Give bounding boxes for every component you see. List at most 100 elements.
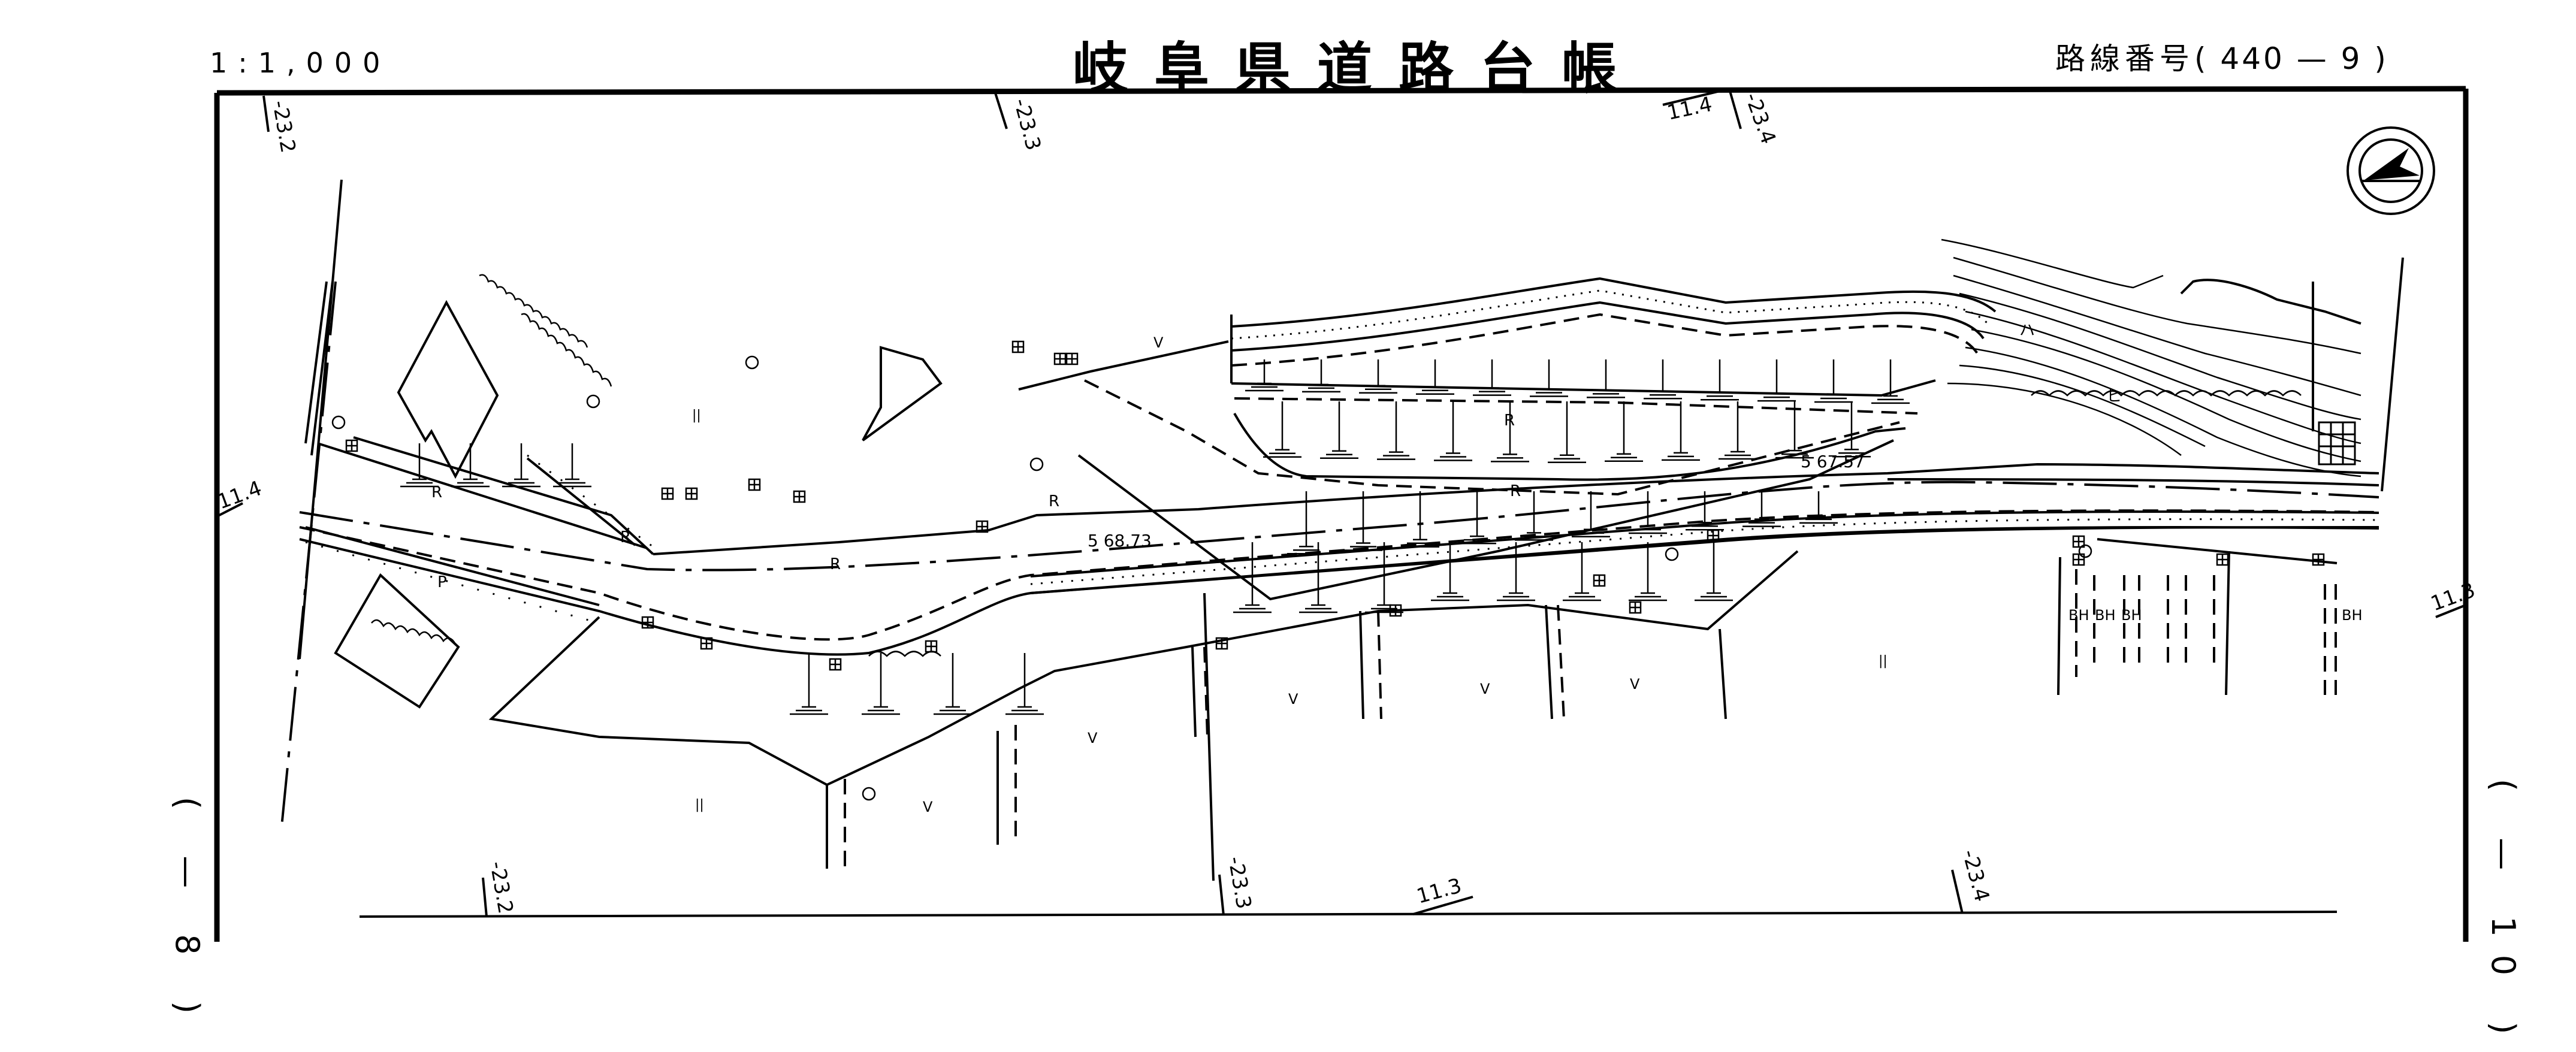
manhole-symbol <box>1707 529 1720 542</box>
slope-mark <box>1263 401 1301 458</box>
manhole-symbol <box>1065 352 1079 365</box>
slope-mark <box>1701 359 1739 401</box>
slope-mark <box>1491 401 1529 462</box>
label-road: R <box>1049 492 1059 510</box>
manhole-symbol <box>1389 604 1402 617</box>
road-centerline <box>299 480 2379 572</box>
manhole-symbol <box>2216 553 2229 566</box>
utility-symbols <box>331 340 2325 801</box>
station-tick <box>993 90 1008 129</box>
label-road: R <box>1510 482 1521 500</box>
slope-mark <box>1662 401 1700 461</box>
slope-mark <box>1757 359 1796 402</box>
slope-mark <box>1587 359 1625 398</box>
slope-mark <box>1814 359 1853 403</box>
slope-mark <box>1629 491 1667 534</box>
manhole-symbol <box>685 487 698 500</box>
label-parking: P <box>437 573 447 591</box>
slope-mark <box>1871 359 1910 404</box>
station-tick <box>1662 90 1720 106</box>
station-marks-top: -23.2 -23.3 11.4 -23.4 <box>262 89 1781 155</box>
slope-mark <box>1775 401 1814 459</box>
slope-mark <box>1005 653 1044 715</box>
station-label: -23.2 <box>485 860 518 916</box>
slope-mark <box>1497 542 1535 601</box>
label-field: V <box>1088 730 1098 746</box>
slope-hatches <box>400 359 1910 715</box>
utility-pole-symbol <box>1029 457 1044 471</box>
manhole-symbol <box>793 490 806 503</box>
label-building: BH <box>2095 607 2116 624</box>
building-outline <box>862 346 943 442</box>
slope-mark <box>1572 491 1610 537</box>
manhole-symbol <box>1053 352 1067 365</box>
manhole-symbol <box>1215 637 1228 650</box>
route-number-value: ( 440 — 9 ) <box>2194 41 2388 76</box>
scale-label: 1:1,000 <box>210 47 391 79</box>
bh-lots <box>2057 538 2338 696</box>
label-road: R <box>620 528 631 546</box>
slope-mark <box>1245 359 1284 392</box>
label-paddy: || <box>1879 654 1888 669</box>
lower-lot-boundaries <box>488 550 1799 881</box>
slope-mark <box>1299 542 1337 613</box>
manhole-symbol <box>1593 574 1606 587</box>
label-slope: ハ <box>2019 322 2035 340</box>
elevation-label: 5 68.73 <box>1088 531 1152 551</box>
manhole-symbol <box>2312 553 2325 566</box>
map-text-labels: R R R R R R P BH BH BH BH V V V V V V ||… <box>431 322 2363 815</box>
label-field: V <box>923 799 933 815</box>
station-label: 11.3 <box>1414 873 1464 908</box>
manhole-symbol <box>641 616 654 629</box>
slope-mark <box>1695 542 1733 601</box>
station-marks-bottom: -23.2 -23.3 11.3 -23.4 <box>482 847 1994 917</box>
frame-top <box>216 86 2466 96</box>
station-tick <box>1412 896 1473 915</box>
station-label: -23.4 <box>1740 89 1781 147</box>
slope-mark <box>1515 491 1553 541</box>
map-frame <box>214 86 2469 942</box>
slope-mark <box>502 443 540 488</box>
label-road: R <box>431 483 442 501</box>
station-label: -23.3 <box>1223 855 1256 911</box>
manhole-symbol <box>976 520 989 533</box>
slope-mark <box>1233 542 1272 613</box>
slope-mark <box>862 653 900 715</box>
road-south-edge <box>299 509 2379 656</box>
label-slope: ヒ <box>2106 388 2122 406</box>
slope-mark <box>1605 401 1643 462</box>
elevation-label: 5 67.57 <box>1801 452 1865 471</box>
slope-mark <box>1401 491 1439 548</box>
label-building: BH <box>2121 607 2142 624</box>
slope-mark <box>790 653 828 715</box>
manhole-symbol <box>1011 340 1025 353</box>
slope-mark <box>1431 542 1469 601</box>
frame-bottom-line <box>359 911 2338 918</box>
station-label: -23.4 <box>1957 847 1994 904</box>
utility-pole-symbol <box>2078 544 2092 558</box>
north-arrow-icon <box>2347 126 2435 215</box>
station-label: -23.2 <box>267 99 300 155</box>
right-grid-block <box>2318 421 2356 465</box>
label-field: V <box>1630 676 1640 693</box>
slope-mark <box>1719 401 1757 460</box>
station-tick <box>482 877 488 917</box>
label-field: V <box>1288 691 1298 708</box>
label-field: V <box>1480 681 1490 697</box>
label-building: BH <box>2068 607 2089 624</box>
building-outline <box>397 300 499 479</box>
manhole-symbol <box>661 487 674 500</box>
manhole-symbol <box>2072 553 2085 566</box>
utility-pole-symbol <box>1665 547 1679 561</box>
utility-pole-symbol <box>745 355 759 370</box>
manhole-symbol <box>700 637 713 650</box>
label-field: V <box>1153 334 1164 351</box>
slope-mark <box>1832 401 1871 458</box>
slope-mark <box>553 443 591 488</box>
manhole-symbol <box>829 658 842 671</box>
slope-mark <box>1548 401 1586 463</box>
slope-mark <box>1644 359 1682 400</box>
slope-mark <box>1302 359 1340 393</box>
slope-mark <box>1563 542 1601 601</box>
slope-mark <box>1473 359 1511 396</box>
